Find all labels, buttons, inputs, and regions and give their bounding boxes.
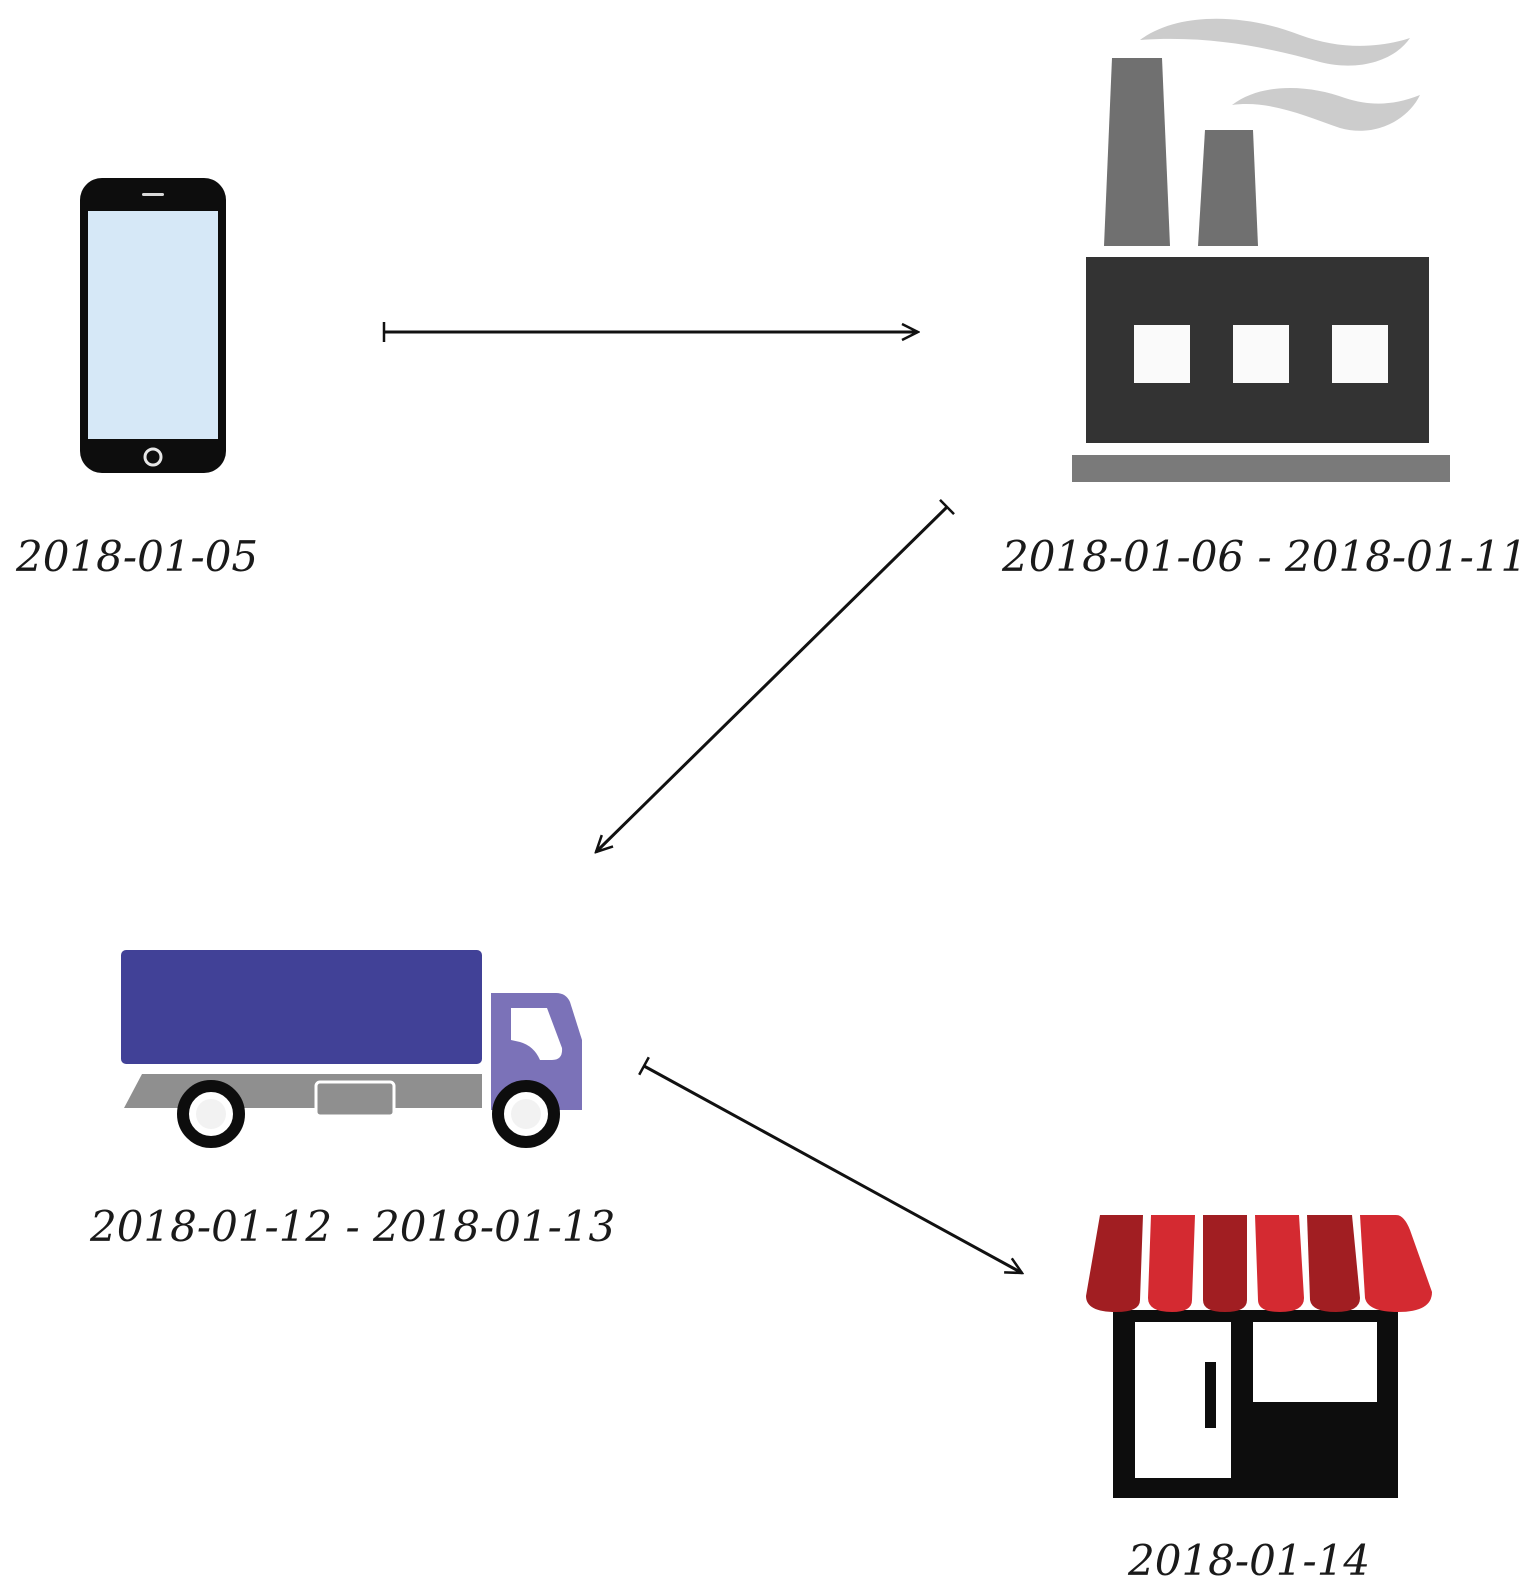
factory-window [1332,325,1388,383]
arrow-truck-to-shop [644,1066,1022,1273]
truck-cargo [121,950,482,1064]
smartphone-icon [80,178,226,473]
door-handle [1205,1362,1216,1428]
truck-date-label: 2018-01-12 - 2018-01-13 [90,1202,616,1251]
chimney [1198,130,1258,246]
factory-window [1134,325,1190,383]
shop-icon [1086,1215,1432,1498]
factory-icon [1072,18,1450,482]
arrow-factory-to-truck [596,507,947,852]
factory-base [1072,455,1450,482]
factory-window [1233,325,1289,383]
truck-chassis [124,1074,482,1108]
phone-screen [88,211,218,439]
shop-date-label: 2018-01-14 [1128,1536,1371,1585]
shop-awning [1086,1215,1432,1312]
chimney [1104,58,1170,246]
truck-cab-window [511,1008,563,1060]
smoke-icon [1232,87,1420,131]
smoke-icon [1140,18,1410,66]
factory-date-label: 2018-01-06 - 2018-01-11 [1002,532,1528,581]
phone-date-label: 2018-01-05 [16,532,259,581]
truck-icon [121,950,582,1148]
